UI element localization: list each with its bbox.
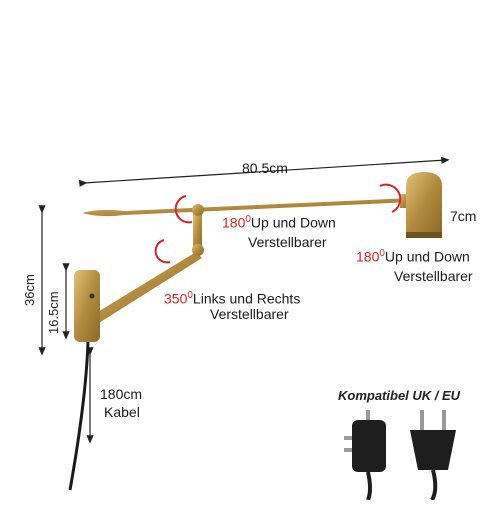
rotate-arrow-top: [174, 195, 193, 224]
head-height-label: 7cm: [450, 208, 477, 224]
cable-length-label: 180cm: [100, 386, 143, 402]
eu-plug-icon: [410, 410, 456, 502]
feature-top: 1800Up und Down: [222, 214, 336, 231]
joint-post: [193, 212, 202, 254]
top-rod: [82, 198, 412, 217]
feature-head-line2: Verstellbarer: [394, 268, 473, 284]
wall-plate: [74, 270, 100, 342]
lamp-head: [406, 172, 442, 236]
feature-top-line2: Verstellbarer: [248, 234, 327, 250]
feature-base-line2: Verstellbarer: [210, 306, 289, 322]
rotate-arrow-head: [379, 183, 402, 213]
middle-joint: [192, 244, 204, 256]
top-joint: [192, 204, 204, 216]
cable-text-label: Kabel: [104, 404, 140, 420]
plate-height-label: 16.5cm: [46, 291, 61, 334]
uk-plug-icon: [344, 410, 386, 501]
rotate-arrow-base: [154, 239, 171, 264]
feature-base: 3500Links und Rechts: [164, 290, 301, 307]
lower-arm: [88, 252, 202, 326]
feature-head: 1800Up und Down: [356, 248, 470, 265]
length-dimension-line: [78, 156, 450, 187]
total-height-label: 36cm: [22, 274, 37, 306]
length-label: 80.5cm: [242, 160, 288, 176]
cable: [68, 341, 90, 491]
compat-label: Kompatibel UK / EU: [338, 388, 461, 403]
